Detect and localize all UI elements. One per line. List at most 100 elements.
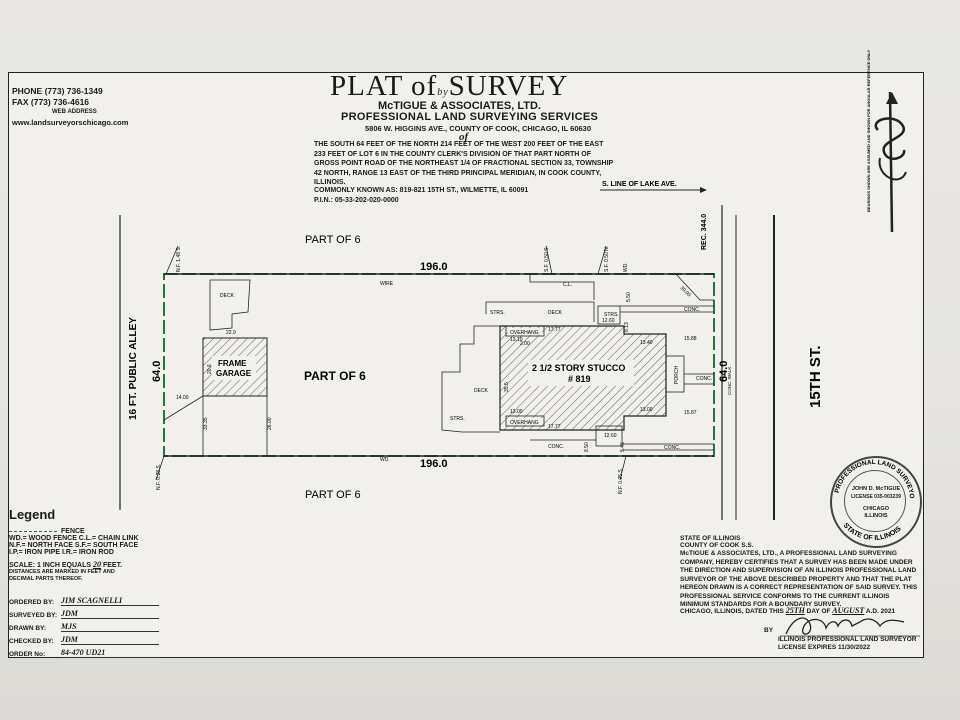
scale-suffix: FEET. — [102, 562, 123, 569]
dim-850: 8.50 — [584, 442, 590, 452]
web-address-label: WEB ADDRESS — [52, 109, 97, 115]
surveyed-by-label: SURVEYED BY: — [9, 612, 58, 619]
order-no-label: ORDER No: — [9, 651, 46, 658]
conc-3: CONC. — [548, 444, 564, 450]
fence-symbol-icon — [9, 531, 57, 532]
garage-drive-line — [163, 395, 204, 421]
seal-license: LICENSE 035-003239 — [851, 494, 901, 500]
cert-year: A.D. 2021 — [865, 608, 896, 615]
part-of-6-center: PART OF 6 — [304, 369, 366, 383]
cert-by: BY — [764, 627, 774, 634]
cert-state: STATE OF ILLINOIS — [680, 535, 741, 542]
porch-label: PORCH — [674, 366, 680, 384]
overhang-top-bg — [508, 328, 542, 335]
garage-label-2: GARAGE — [216, 369, 252, 378]
seal-top-text: PROFESSIONAL LAND SURVEYOR — [0, 0, 915, 499]
dim-east: 64.0 — [718, 361, 730, 382]
order-form: ORDERED BY: JIM SCAGNELLI SURVEYED BY: J… — [9, 593, 159, 658]
checked-by-value: JDM — [61, 635, 159, 645]
dim-1340: 13.40 — [640, 340, 653, 346]
certification-header: STATE OF ILLINOIS COUNTY OF COOK S.S. — [680, 535, 754, 549]
strs-1: STRS. — [490, 310, 505, 316]
dim-1300: 13.00 — [640, 407, 653, 413]
dim-west: 64.0 — [151, 361, 163, 382]
pin-number: P.I.N.: 05-33-202-020-0000 — [314, 197, 399, 204]
mon-nw: N.F. 1.48 S. — [176, 246, 182, 272]
seal-inner-ring — [844, 470, 906, 532]
house-number: # 819 — [568, 374, 591, 384]
cert-signer-title: ILLINOIS PROFESSIONAL LAND SURVEYOR — [778, 636, 917, 643]
legend-title: Legend — [9, 507, 56, 522]
seal-state: ILLINOIS — [864, 513, 888, 519]
leader-nw — [165, 245, 179, 275]
alley-label: 16 FT. PUBLIC ALLEY — [128, 317, 139, 420]
cl-label: C.L. — [563, 282, 572, 288]
house-label-bg — [528, 360, 634, 386]
mon-ne1: S.F. 0.50 S. — [544, 246, 550, 272]
dim-200: 2.00 — [520, 341, 530, 347]
scale-prefix: SCALE: 1 INCH EQUALS — [9, 562, 92, 569]
ordered-by-label: ORDERED BY: — [9, 599, 55, 606]
title-of: of — [411, 70, 438, 102]
fax-number: FAX (773) 736-4616 — [12, 96, 90, 107]
dim-1400: 14.00 — [176, 395, 189, 401]
leader-se — [619, 455, 627, 481]
cert-month: AUGUST — [832, 606, 865, 615]
signature-image — [780, 617, 920, 637]
title-by: by — [437, 87, 449, 98]
stairs-ne — [597, 305, 621, 325]
dim-545: 5.45 — [620, 442, 626, 452]
deck-nw-label: DECK — [220, 293, 235, 299]
dim-north: 196.0 — [420, 261, 448, 273]
porch-bg — [668, 364, 682, 384]
strs-2: STRS. — [604, 312, 619, 318]
dim-1310: 13.10 — [510, 337, 523, 343]
conc-4: CONC. — [696, 376, 712, 382]
phone-number: PHONE (773) 736-1349 — [12, 86, 103, 96]
deck-top-label: DECK — [548, 310, 563, 316]
conc-walk: CONC. WALK — [727, 367, 732, 395]
drawn-by-value: MJS — [61, 622, 159, 632]
overhang-1: OVERHANG — [510, 330, 539, 336]
part-of-6-bottom: PART OF 6 — [305, 489, 361, 501]
legend-note: DISTANCES ARE MARKED IN FEET AND DECIMAL… — [9, 569, 115, 582]
mon-se: N.F. 0.25 S. — [618, 468, 624, 494]
strs-3: STRS. — [450, 416, 465, 422]
house-label: 2 1/2 STORY STUCCO — [532, 363, 625, 373]
house-dim-left: 35.5 — [504, 382, 510, 392]
title-plat: PLAT — [330, 70, 403, 102]
legend-row-2: N.F.= NORTH FACE S.F.= SOUTH FACE — [9, 542, 139, 549]
rec-344-label: REC. 344.0 — [701, 214, 708, 250]
dim-south: 196.0 — [420, 458, 448, 470]
surveyor-seal: JOHN D. McTIGUE LICENSE 035-003239 CHICA… — [830, 456, 922, 548]
legend-block: FENCE WD.= WOOD FENCE C.L.= CHAIN LINK N… — [9, 528, 139, 583]
garage-dim-side: 20.6 — [207, 364, 213, 374]
plat-frame — [8, 72, 924, 658]
commonly-known-as: COMMONLY KNOWN AS: 819-821 15TH ST., WIL… — [314, 187, 529, 194]
cert-day: 25TH — [785, 606, 805, 615]
dim-813: 8.13 — [624, 322, 630, 332]
company-address: 5806 W. HIGGINS AVE., COUNTY OF COOK, CH… — [365, 124, 592, 133]
north-arrow-note: BEARINGS SHOWN ARE ASSUMED AND SHOWN FOR… — [866, 50, 871, 212]
seal-city: CHICAGO — [863, 506, 889, 512]
dim-1260-bot: 12.60 — [604, 433, 617, 439]
legend-row-3: I.P.= IRON PIPE I.R.= IRON ROD — [9, 549, 114, 556]
arrow-icon — [700, 187, 707, 193]
diagonal-fence — [675, 273, 714, 301]
dim-2600: 26.00 — [267, 417, 273, 430]
chain-link-fence — [529, 274, 595, 300]
overhang-bottom-bg — [508, 418, 542, 425]
company-name: McTIGUE & ASSOCIATES, LTD. — [378, 100, 541, 112]
leader-ne2 — [597, 245, 607, 275]
scale-value: 20 — [93, 560, 102, 569]
dim-1777-bot: 17.77 — [548, 424, 561, 430]
conc-1: CONC. — [684, 307, 700, 313]
dim-550: 5.50 — [626, 292, 632, 302]
company-services: PROFESSIONAL LAND SURVEYING SERVICES — [341, 111, 599, 123]
ordered-by-value: JIM SCAGNELLI — [61, 596, 159, 606]
dim-1587: 15.87 — [684, 410, 697, 416]
drawn-by-label: DRAWN BY: — [9, 625, 47, 632]
dim-1300-bot: 13.00 — [510, 409, 523, 415]
checked-by-label: CHECKED BY: — [9, 638, 54, 645]
